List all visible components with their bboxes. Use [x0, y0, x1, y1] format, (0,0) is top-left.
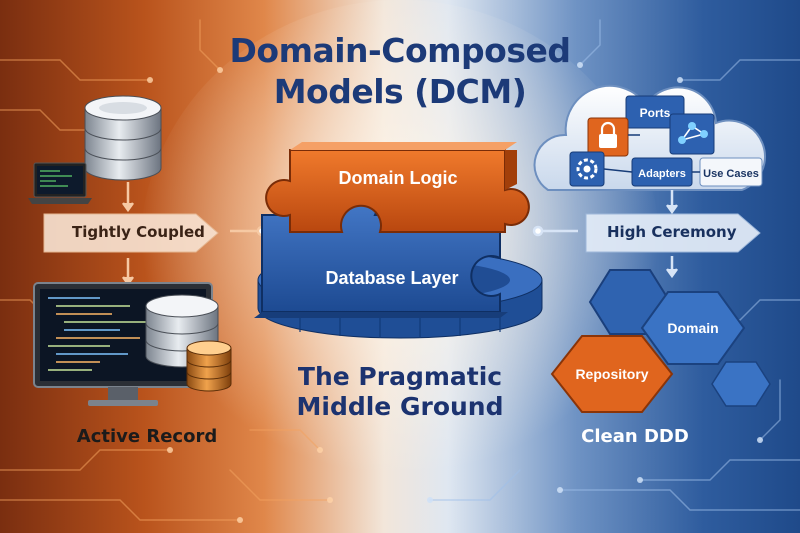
high-ceremony-arrow [585, 213, 761, 253]
database-layer-label: Database Layer [325, 268, 458, 288]
gear-icon [569, 151, 605, 187]
clean-ddd-label: Clean DDD [581, 426, 689, 447]
tagline-line: Middle Ground [296, 392, 504, 421]
cloud-connectors [603, 134, 700, 173]
network-icon [669, 113, 715, 155]
connector-lines [532, 190, 679, 279]
title-line: Domain-Composed [229, 31, 571, 70]
high-ceremony-callout: High Ceremony [585, 214, 760, 252]
tightly-coupled-label: Tightly Coupled [72, 223, 205, 241]
domain-label: Domain [667, 320, 718, 336]
ports-label: Ports [640, 106, 671, 120]
database-icon [186, 340, 232, 392]
hexagon-icon [711, 361, 771, 407]
tightly-coupled-callout: Tightly Coupled [42, 214, 217, 252]
title-line: Models (DCM) [273, 72, 527, 111]
domain-logic-label: Domain Logic [338, 168, 457, 188]
puzzle-piece-icon [265, 142, 530, 233]
tagline: The Pragmatic Middle Ground [0, 362, 800, 422]
diagram-title: Domain-Composed Models (DCM) [0, 30, 800, 112]
repository-label: Repository [575, 366, 648, 382]
tagline-line: The Pragmatic [297, 362, 503, 391]
database-icon [84, 95, 162, 181]
active-record-label: Active Record [76, 426, 218, 447]
laptop-icon [28, 162, 92, 204]
domain-hexagon [640, 291, 746, 365]
repository-hexagon [550, 335, 674, 413]
lock-icon [587, 117, 629, 157]
tightly-coupled-arrow [43, 213, 219, 253]
adapters-label: Adapters [638, 168, 686, 180]
use-cases-label: Use Cases [703, 168, 759, 180]
code-lines-icon [48, 297, 150, 371]
high-ceremony-label: High Ceremony [607, 223, 737, 241]
